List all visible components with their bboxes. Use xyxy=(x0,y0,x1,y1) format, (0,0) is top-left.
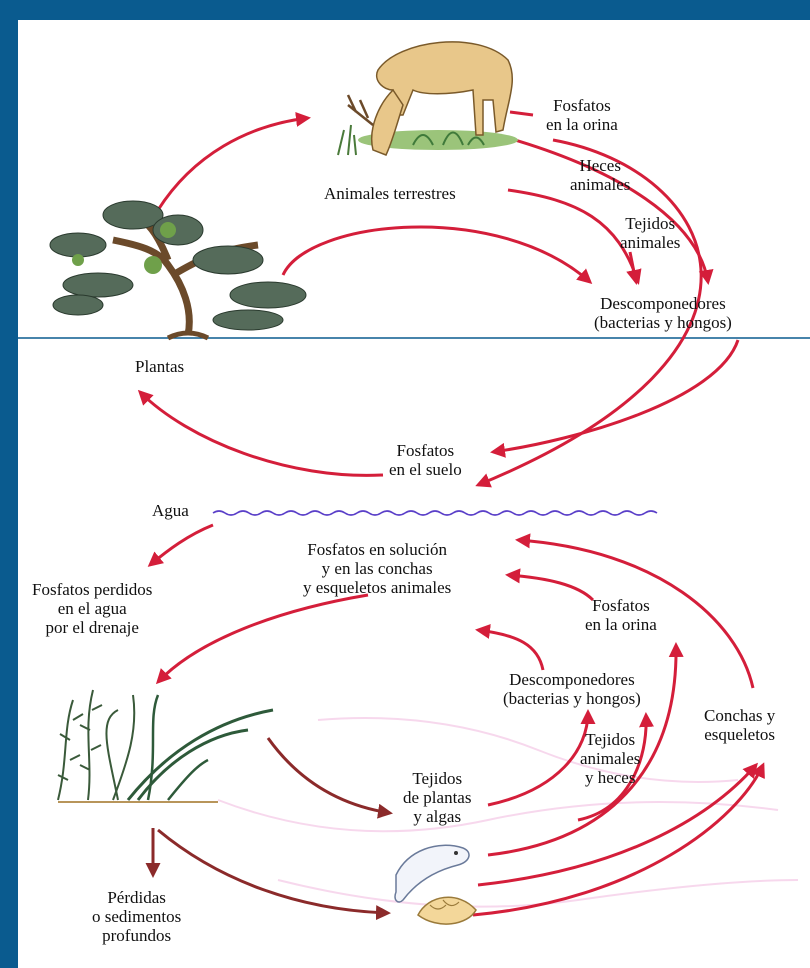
shell-icon xyxy=(418,897,476,924)
diagram-canvas: Fosfatos en la orina Heces animales Anim… xyxy=(18,20,810,968)
arrow-plants-to-decomposers xyxy=(283,227,590,282)
arrow-soil-to-plants xyxy=(140,392,383,475)
background-swirls xyxy=(218,718,798,907)
label-descomponedores-top: Descomponedores (bacterias y hongos) xyxy=(594,294,732,332)
arrow-water-to-lost xyxy=(150,525,213,565)
arrow-seaweed-to-shell xyxy=(158,830,388,913)
label-agua: Agua xyxy=(152,501,189,520)
label-perdidas-sedimentos: Pérdidas o sedimentos profundos xyxy=(92,888,181,945)
tree-icon xyxy=(50,201,306,338)
label-descomponedores-bottom: Descomponedores (bacterias y hongos) xyxy=(503,670,641,708)
arrow-plants-to-animals xyxy=(158,118,308,210)
fish-icon xyxy=(395,845,469,902)
label-heces-animales: Heces animales xyxy=(570,156,630,194)
label-animales-terrestres: Animales terrestres xyxy=(324,184,456,203)
label-tejidos-animales-top: Tejidos animales xyxy=(620,214,680,252)
label-fosfatos-orina-bottom: Fosfatos en la orina xyxy=(585,596,657,634)
arrow-decomposers-to-soil xyxy=(493,340,738,452)
label-fosfatos-orina-top: Fosfatos en la orina xyxy=(546,96,618,134)
label-conchas-esqueletos: Conchas y esqueletos xyxy=(704,706,775,744)
deer-icon xyxy=(338,42,518,155)
water-wave-icon xyxy=(213,511,657,515)
label-plantas: Plantas xyxy=(135,357,184,376)
seaweed-icon xyxy=(58,690,273,802)
arrow-plant-tissue-to-decomposers xyxy=(488,712,588,805)
label-fosfatos-suelo: Fosfatos en el suelo xyxy=(389,441,462,479)
label-tejidos-plantas-algas: Tejidos de plantas y algas xyxy=(403,769,471,826)
arrow-urine-to-solution xyxy=(508,575,593,600)
label-tejidos-animales-heces: Tejidos animales y heces xyxy=(580,730,640,787)
arrow-seaweed-to-tissue xyxy=(268,738,390,813)
arrow-shell-to-shells xyxy=(473,765,763,915)
arrow-solution-to-seaweed xyxy=(158,595,368,682)
arrow-animal-urine-label xyxy=(510,112,533,115)
label-fosfatos-perdidos: Fosfatos perdidos en el agua por el dren… xyxy=(32,580,152,637)
label-fosfatos-solucion: Fosfatos en solución y en las conchas y … xyxy=(303,540,451,597)
arrow-decomposers-to-solution xyxy=(478,630,543,670)
